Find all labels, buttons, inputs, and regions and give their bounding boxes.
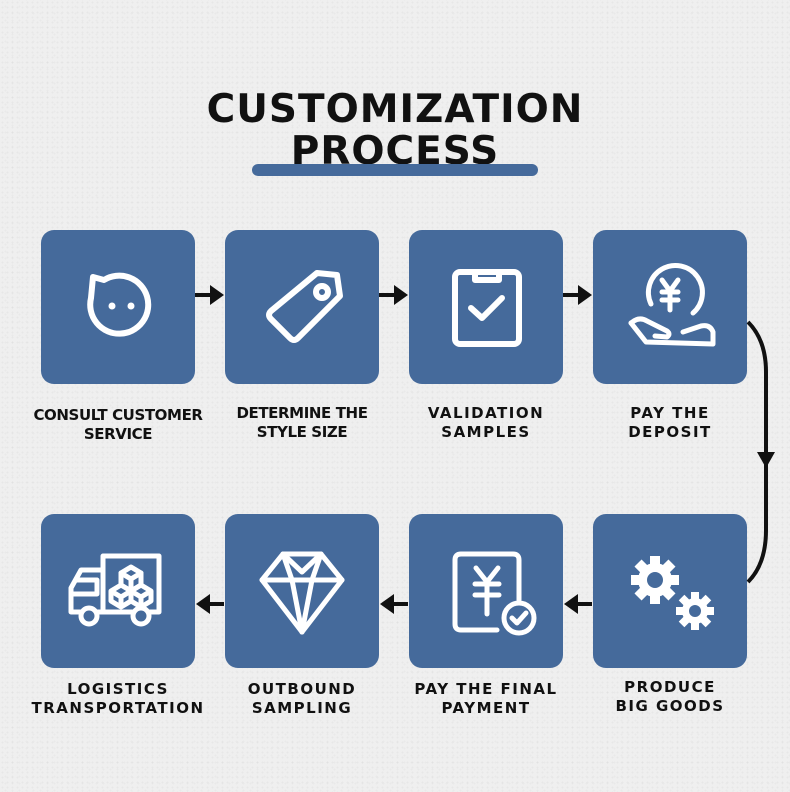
step-box-final-payment	[409, 514, 563, 668]
step-box-consult	[41, 230, 195, 384]
arrow-left-7-8	[196, 594, 224, 614]
arrow-down-4-5	[746, 320, 775, 584]
gears-icon	[631, 556, 714, 630]
price-tag-icon	[266, 270, 343, 343]
title-underline	[252, 164, 538, 176]
diamond-icon	[259, 551, 345, 635]
step-box-outbound	[225, 514, 379, 668]
arrow-right-2-3	[379, 285, 408, 305]
step-box-validation	[409, 230, 563, 384]
arrow-left-6-7	[380, 594, 408, 614]
step-box-deposit	[593, 230, 747, 384]
step-box-produce	[593, 514, 747, 668]
title-line-1: CUSTOMIZATION	[206, 87, 584, 132]
arrow-left-5-6	[564, 594, 592, 614]
step-box-logistics	[41, 514, 195, 668]
arrow-right-3-4	[563, 285, 592, 305]
step-box-determine	[225, 230, 379, 384]
yen-document-check-icon	[452, 551, 537, 636]
arrow-right-1-2	[195, 285, 224, 305]
clipboard-check-icon	[452, 269, 522, 347]
chat-bubble-face-icon	[87, 272, 152, 337]
hand-yen-coin-icon	[628, 263, 716, 347]
delivery-truck-icon	[68, 553, 162, 627]
